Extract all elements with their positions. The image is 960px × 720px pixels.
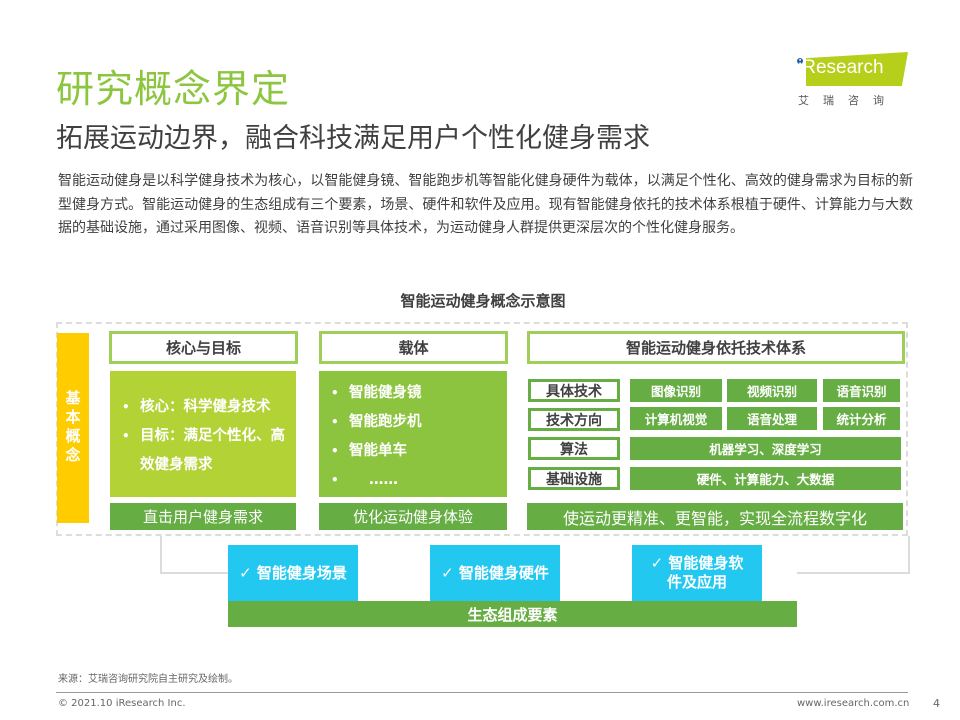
tech-cell: 硬件、计算能力、大数据 [630, 467, 901, 490]
eco-software: ✓ 智能健身软件及应用 [632, 545, 762, 601]
tech-cell: 语音识别 [823, 379, 900, 402]
tech-row-label: 算法 [528, 437, 620, 460]
tech-cell: 机器学习、深度学习 [630, 437, 901, 460]
iresearch-logo: iResearch 艾瑞咨询 [794, 52, 909, 110]
side-label: 基本概念 [57, 333, 89, 523]
logo-text: iResearch [798, 57, 884, 78]
tech-cell: 统计分析 [823, 407, 900, 430]
col2-body: 智能健身镜 智能跑步机 智能单车 …… [319, 371, 507, 497]
page-subtitle: 拓展运动边界，融合科技满足用户个性化健身需求 [56, 123, 650, 154]
tech-row-label: 技术方向 [528, 408, 620, 431]
col2-item: 智能单车 [329, 437, 497, 466]
eco-hardware: ✓ 智能健身硬件 [430, 545, 560, 601]
intro-paragraph: 智能运动健身是以科学健身技术为核心，以智能健身镜、智能跑步机等智能化健身硬件为载… [58, 173, 913, 236]
connector-line [797, 572, 910, 574]
connector-line [160, 572, 228, 574]
tech-cell: 图像识别 [630, 379, 722, 402]
col2-item: 智能健身镜 [329, 379, 497, 408]
col1-item: 核心：科学健身技术 [120, 393, 286, 422]
tech-cell: 语音处理 [727, 407, 817, 430]
col2-footer: 优化运动健身体验 [319, 503, 507, 530]
connector-line [908, 536, 910, 574]
col1-body: 核心：科学健身技术 目标：满足个性化、高效健身需求 [110, 371, 296, 497]
col3-header: 智能运动健身依托技术体系 [527, 331, 905, 364]
col1-item: 目标：满足个性化、高效健身需求 [120, 422, 286, 480]
col2-item: 智能跑步机 [329, 408, 497, 437]
tech-row-label: 基础设施 [528, 467, 620, 490]
col2-header: 载体 [319, 331, 508, 364]
tech-row-label: 具体技术 [528, 379, 620, 402]
col1-footer: 直击用户健身需求 [110, 503, 296, 530]
col1-header: 核心与目标 [109, 331, 298, 364]
copyright: © 2021.10 iResearch Inc. [58, 698, 186, 709]
logo-cn: 艾瑞咨询 [798, 94, 898, 107]
eco-scene: ✓ 智能健身场景 [228, 545, 358, 601]
page-number: 4 [933, 697, 940, 710]
website-link[interactable]: www.iresearch.com.cn [797, 698, 910, 709]
col2-item: …… [329, 466, 497, 495]
tech-cell: 视频识别 [727, 379, 817, 402]
page-title: 研究概念界定 [56, 67, 291, 111]
footer-divider [56, 692, 908, 693]
connector-line [160, 536, 162, 574]
tech-cell: 计算机视觉 [630, 407, 722, 430]
source-note: 来源：艾瑞咨询研究院自主研究及绘制。 [58, 674, 238, 685]
eco-label: 生态组成要素 [228, 601, 797, 627]
col3-footer: 使运动更精准、更智能，实现全流程数字化 [527, 503, 903, 530]
diagram-title: 智能运动健身概念示意图 [400, 292, 566, 310]
